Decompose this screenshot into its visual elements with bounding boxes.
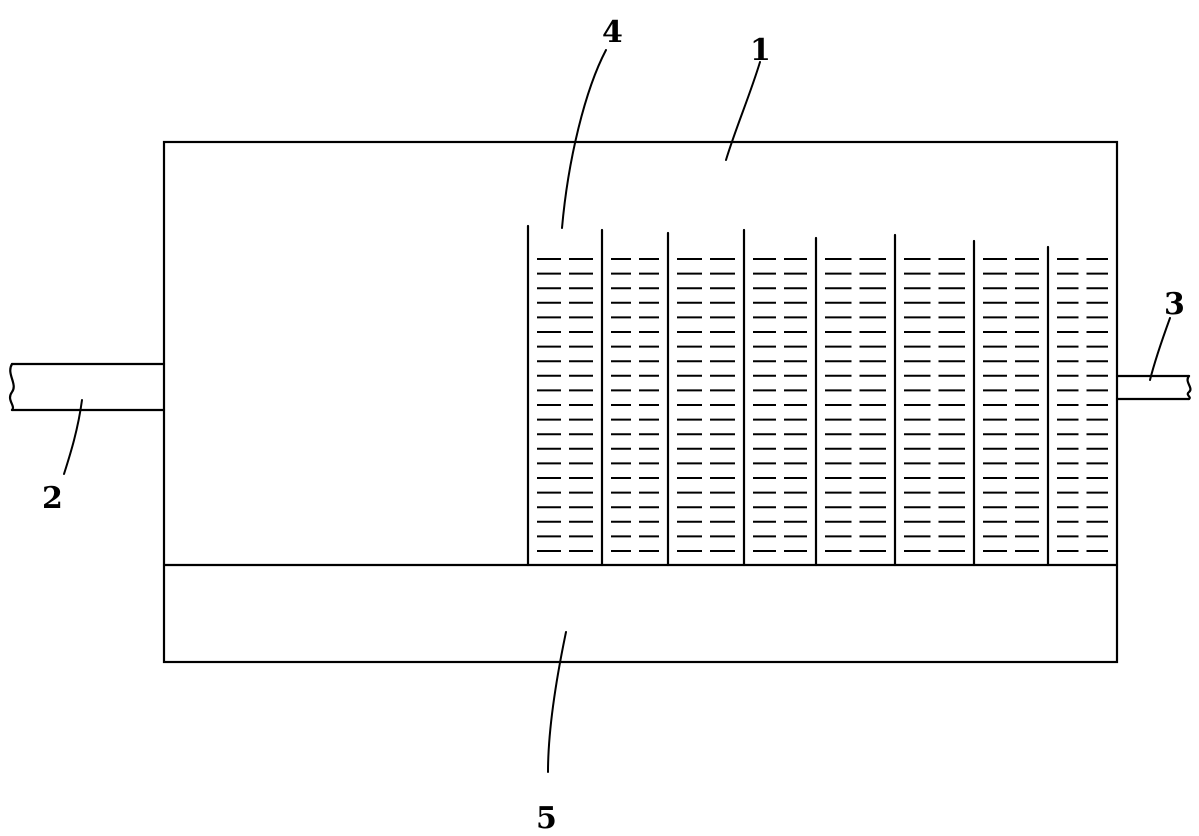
leader-line-outlet	[1149, 317, 1171, 381]
leader-line-housing	[725, 61, 761, 161]
filter-plates	[526, 224, 1050, 567]
leader-line-inlet	[63, 399, 83, 475]
label-inlet-pipe: 2	[42, 481, 63, 516]
inlet-pipe	[8, 362, 166, 412]
leader-line-plates	[561, 49, 607, 229]
label-filter-plates: 4	[602, 15, 623, 50]
label-base: 5	[536, 801, 557, 836]
filter-media-hatching	[537, 258, 1108, 552]
outlet-pipe	[1115, 374, 1192, 401]
leader-line-base	[547, 631, 567, 773]
housing-outline	[162, 140, 1119, 664]
label-outlet-pipe: 3	[1164, 287, 1185, 322]
label-housing: 1	[750, 33, 771, 68]
